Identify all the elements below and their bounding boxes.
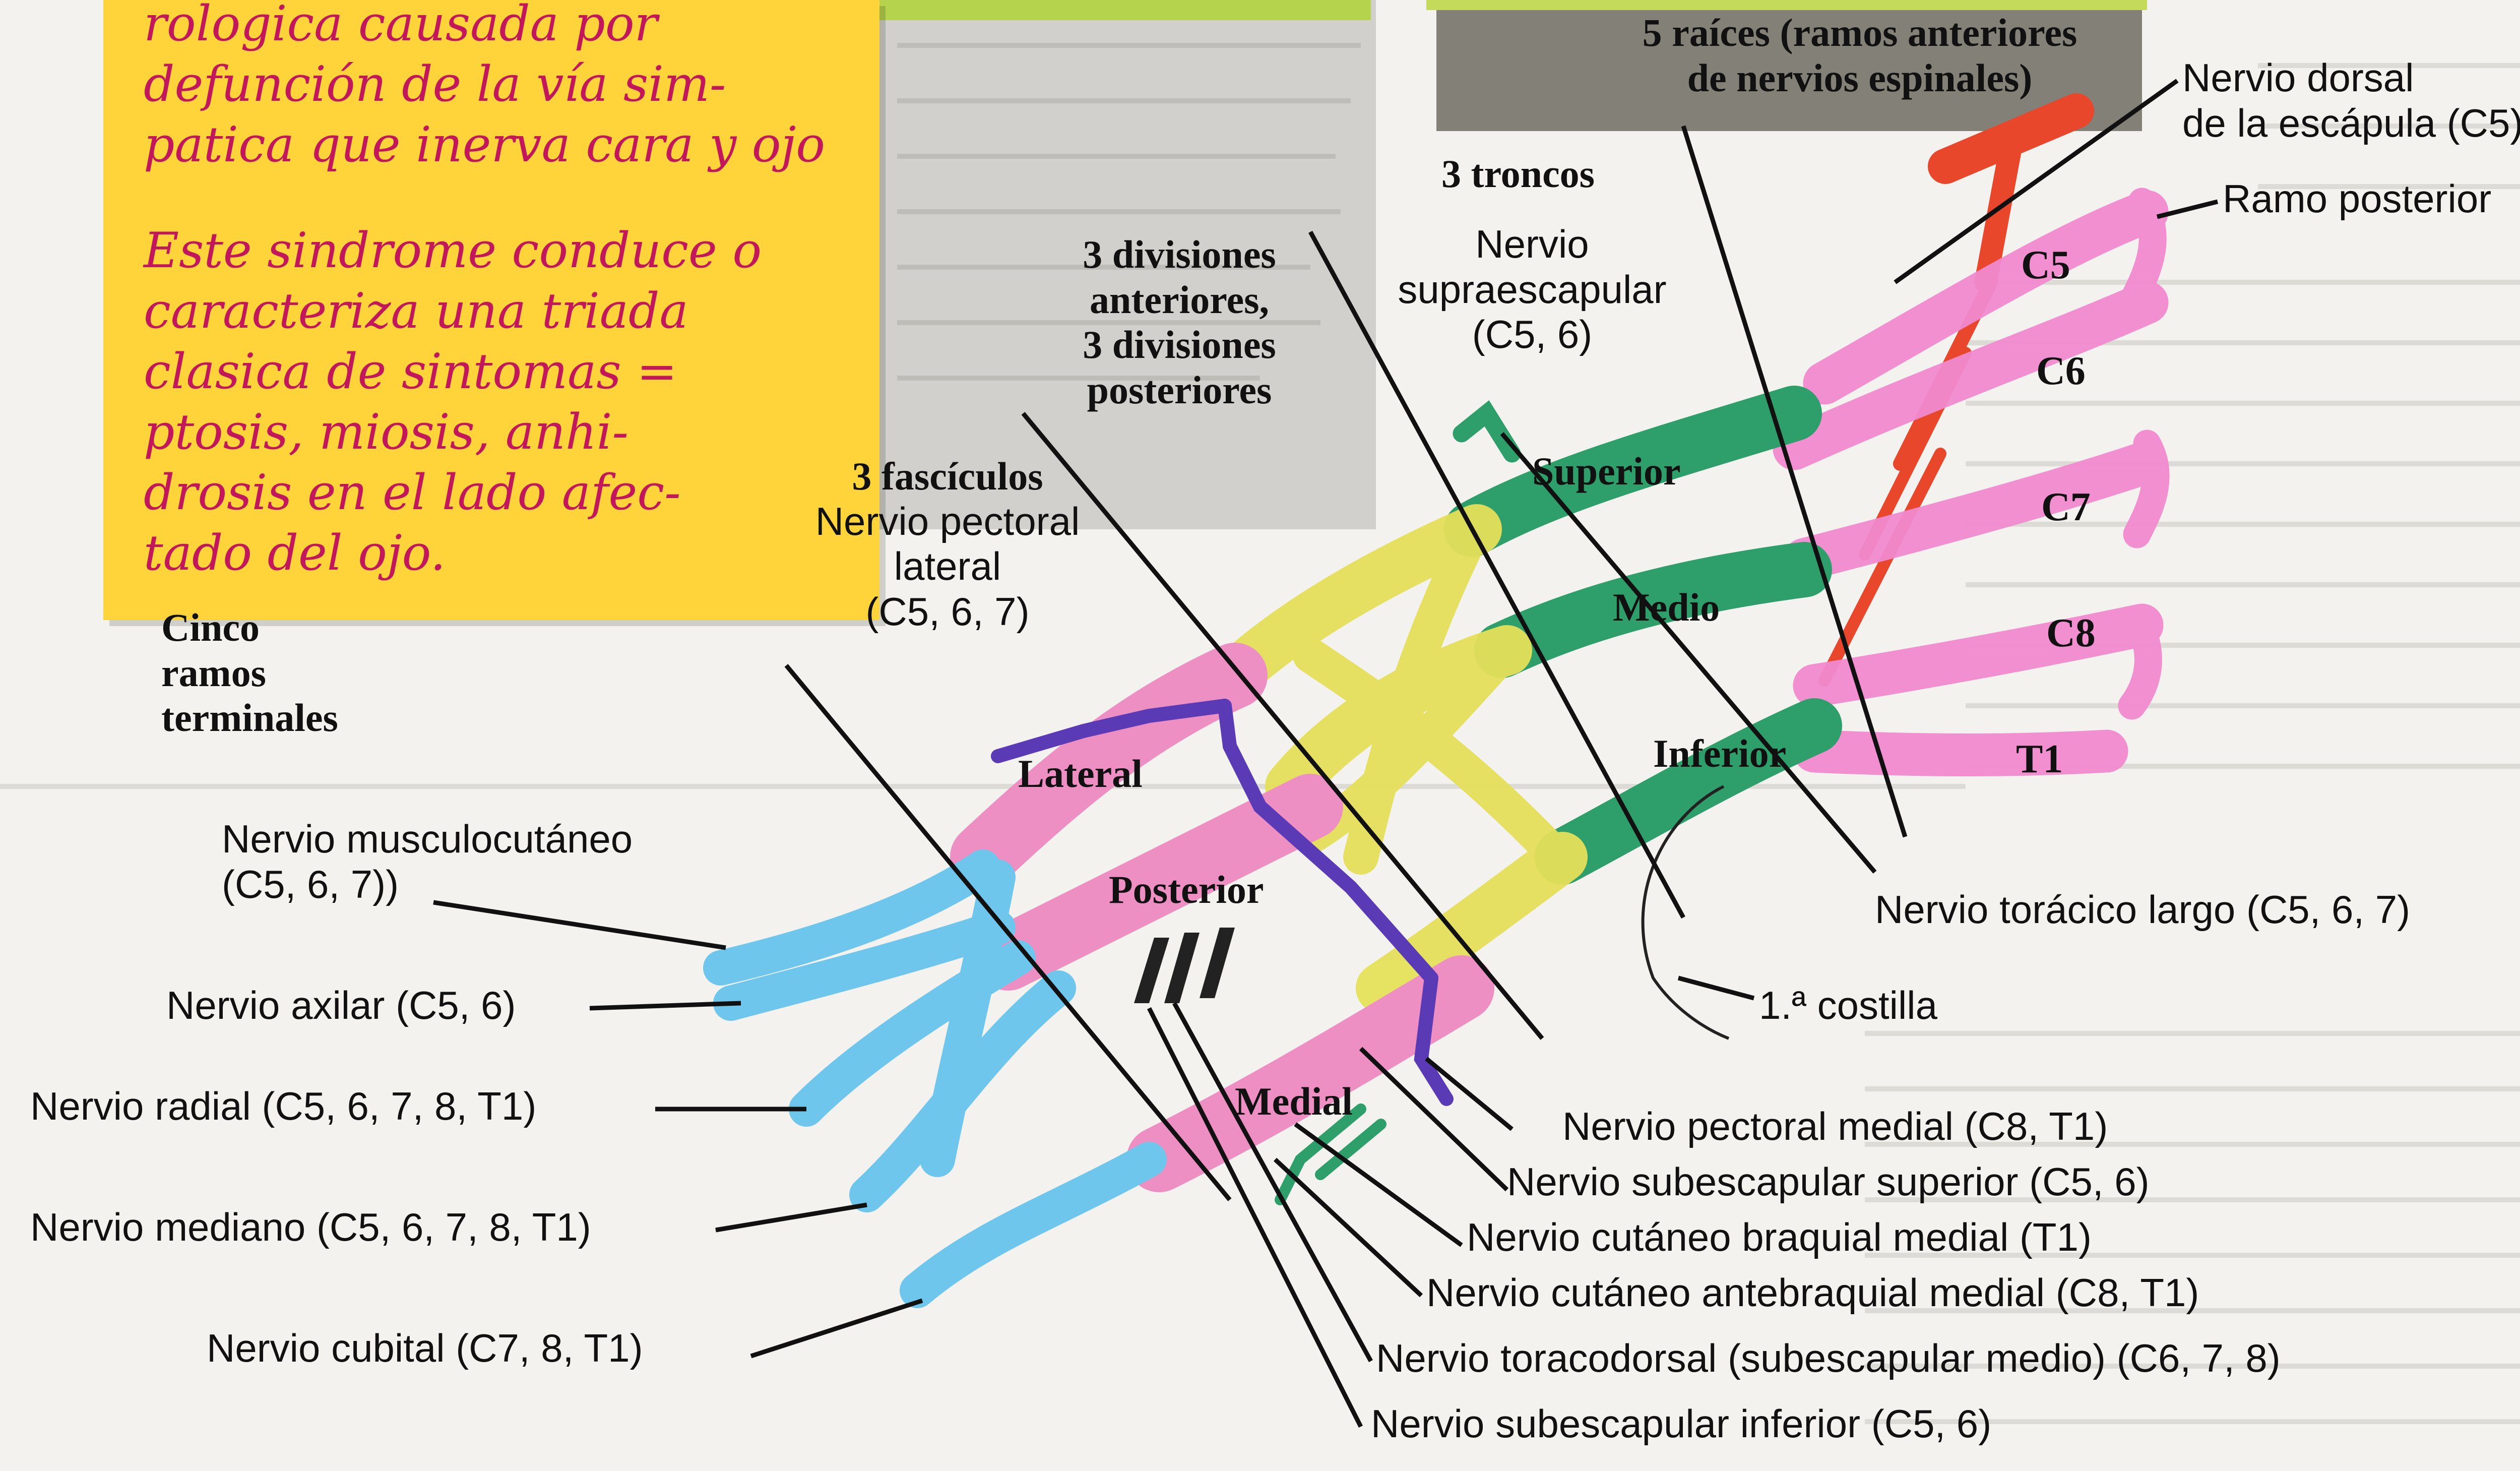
terminal-branches-label: Cinco ramos terminales <box>161 605 338 741</box>
root-c5-label: C5 <box>2021 242 2070 288</box>
cords-label: 3 fascículos Nervio pectoral lateral (C5… <box>806 454 1089 635</box>
median-label: Nervio mediano (C5, 6, 7, 8, T1) <box>30 1205 591 1250</box>
sticky-line-1: rologica causada por <box>144 0 658 53</box>
divisions-label: 3 divisiones anteriores, 3 divisiones po… <box>1038 232 1320 413</box>
root-c6-label: C6 <box>2036 348 2086 394</box>
cord-posterior-label: Posterior <box>1109 867 1264 912</box>
subscapular-branches-shape <box>1134 928 1235 1003</box>
cord-lateral-label: Lateral <box>1018 751 1143 796</box>
root-c8-label: C8 <box>2046 610 2096 656</box>
medial-pectoral-label: Nervio pectoral medial (C8, T1) <box>1562 1104 2108 1149</box>
trunk-superior-label: Superior <box>1532 449 1681 494</box>
trunk-inferior-label: Inferior <box>1653 731 1786 776</box>
root-t1-label: T1 <box>2016 736 2063 782</box>
root-c7-label: C7 <box>2041 484 2091 530</box>
suprascapular-label: Nervio supraescapular (C5, 6) <box>1371 222 1693 357</box>
upper-subscapular-label: Nervio subescapular superior (C5, 6) <box>1507 1159 2150 1205</box>
medial-antebrachial-cutaneous-label: Nervio cutáneo antebraquial medial (C8, … <box>1426 1270 2199 1316</box>
musculocutaneous-label: Nervio musculocutáneo (C5, 6, 7)) <box>222 817 633 907</box>
sticky-note: rologica causada por defunción de la vía… <box>103 0 879 620</box>
ulnar-label: Nervio cubital (C7, 8, T1) <box>207 1326 643 1371</box>
dorsal-scapular-label: Nervio dorsal de la escápula (C5) <box>2182 55 2520 146</box>
medial-brachial-cutaneous-label: Nervio cutáneo braquial medial (T1) <box>1467 1215 2092 1260</box>
cord-medial-label: Medial <box>1235 1079 1353 1124</box>
trunk-medio-label: Medio <box>1613 585 1720 630</box>
radial-label: Nervio radial (C5, 6, 7, 8, T1) <box>30 1084 536 1129</box>
sticky-line-9: tado del ojo. <box>144 524 446 582</box>
sticky-line-4: Este sindrome conduce o <box>144 222 762 280</box>
sticky-line-6: clasica de sintomas = <box>144 343 677 401</box>
sticky-line-2: defunción de la vía sim- <box>144 55 726 113</box>
first-rib-label: 1.ª costilla <box>1759 983 1937 1028</box>
long-thoracic-label: Nervio torácico largo (C5, 6, 7) <box>1875 887 2410 933</box>
divisions-shape <box>1240 529 1562 988</box>
sticky-line-5: caracteriza una triada <box>144 282 688 340</box>
roots-label: 5 raíces (ramos anteriores de nervios es… <box>1583 10 2137 100</box>
sticky-line-3: patica que inerva cara y ojo <box>144 116 825 174</box>
sticky-line-7: ptosis, miosis, anhi- <box>144 403 628 461</box>
trunks-label: 3 troncos <box>1441 151 1595 197</box>
lower-subscapular-label: Nervio subescapular inferior (C5, 6) <box>1371 1401 1991 1447</box>
axillary-label: Nervio axilar (C5, 6) <box>166 983 516 1028</box>
sticky-line-8: drosis en el lado afec- <box>144 464 681 522</box>
thoracodorsal-label: Nervio toracodorsal (subescapular medio)… <box>1376 1336 2281 1381</box>
posterior-ramus-label: Ramo posterior <box>2223 176 2491 222</box>
roots-shape <box>1794 202 2156 755</box>
